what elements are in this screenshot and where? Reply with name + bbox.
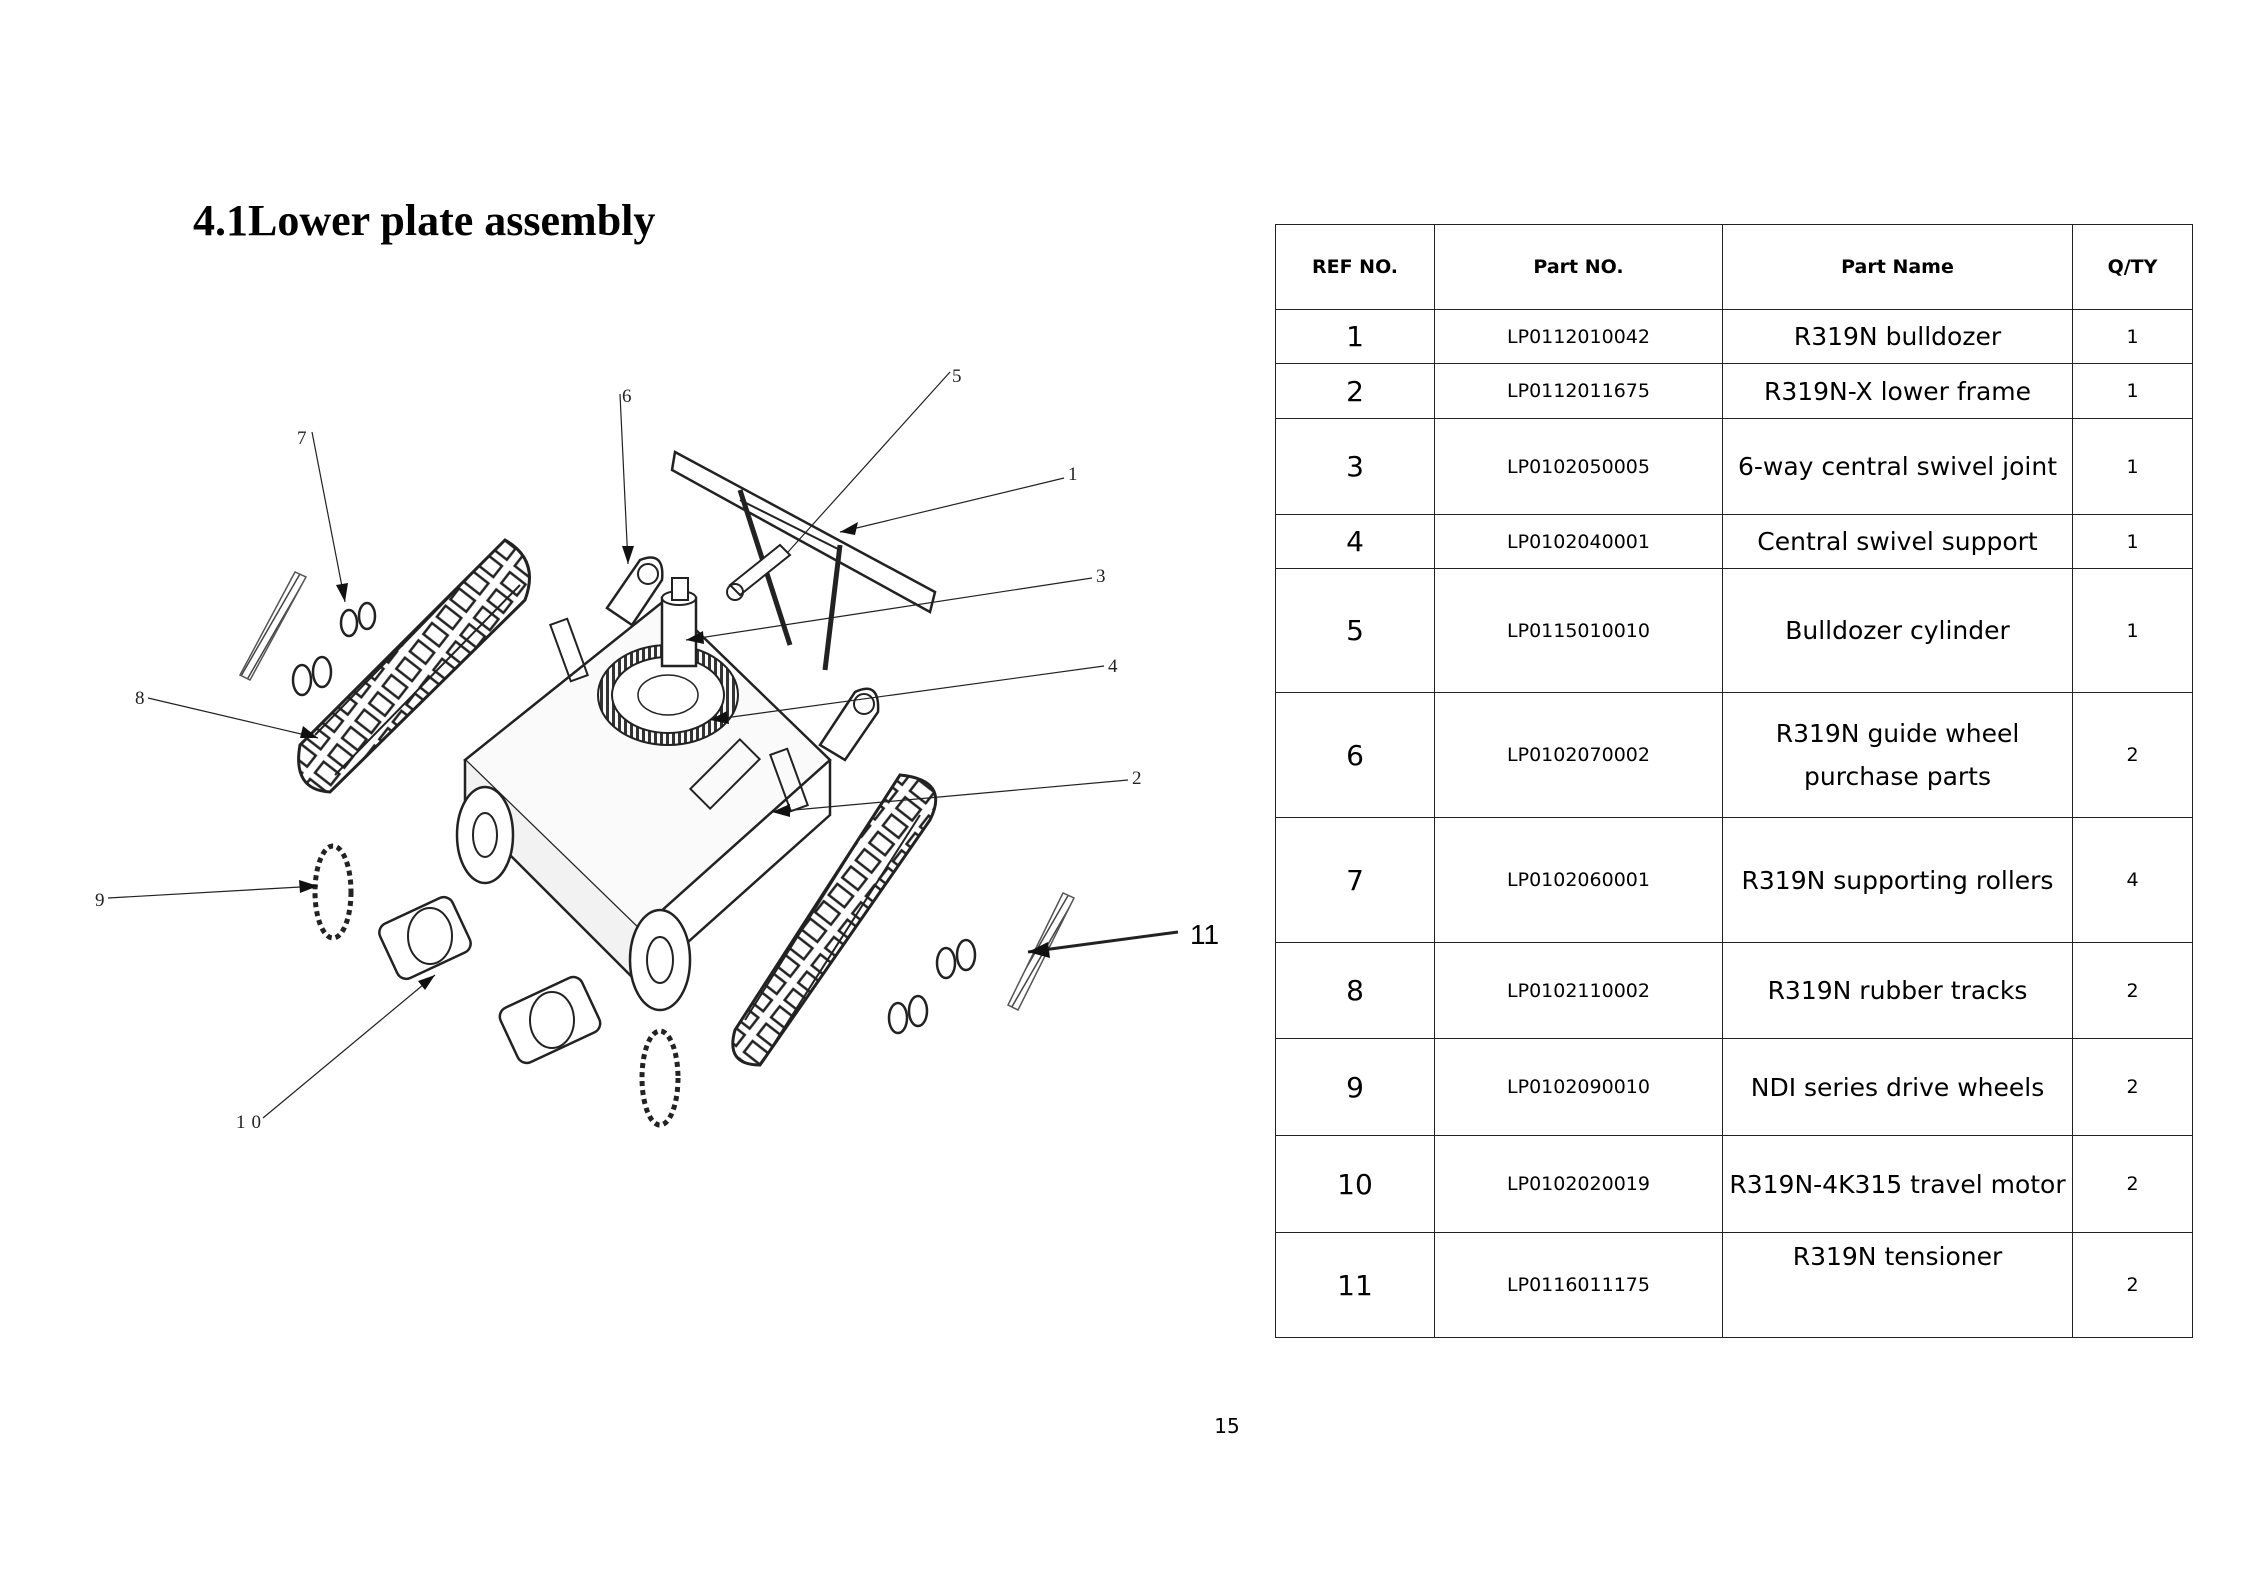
part-name: R319N tensioner <box>1722 1232 2073 1338</box>
drive-wheel-right <box>639 1028 681 1128</box>
part-no: LP0102020019 <box>1434 1135 1723 1233</box>
ref-no: 9 <box>1275 1038 1435 1136</box>
callout-3: 3 <box>1096 566 1106 587</box>
ref-no: 7 <box>1275 817 1435 943</box>
part-name: R319N guide wheel purchase parts <box>1722 692 2073 818</box>
tensioner-spring-left <box>238 571 308 681</box>
part-name: Bulldozer cylinder <box>1722 568 2073 693</box>
ref-no: 11 <box>1275 1232 1435 1338</box>
quantity: 2 <box>2072 692 2193 818</box>
header-part-name: Part Name <box>1722 224 2073 310</box>
table-row: 8 LP0102110002 R319N rubber tracks 2 <box>1275 942 2193 1039</box>
ref-no: 5 <box>1275 568 1435 693</box>
quantity: 1 <box>2072 418 2193 515</box>
table-row: 11 LP0116011175 R319N tensioner 2 <box>1275 1232 2193 1338</box>
bulldozer-cylinder <box>726 543 792 601</box>
parts-table: REF NO. Part NO. Part Name Q/TY 1 LP0112… <box>1275 224 2193 1338</box>
guide-wheel-right <box>818 687 880 762</box>
ref-no: 3 <box>1275 418 1435 515</box>
callout-8: 8 <box>135 688 145 709</box>
quantity: 1 <box>2072 514 2193 569</box>
ref-no: 2 <box>1275 363 1435 419</box>
quantity: 4 <box>2072 817 2193 943</box>
part-no: LP0115010010 <box>1434 568 1723 693</box>
part-name: R319N-X lower frame <box>1722 363 2073 419</box>
rubber-track-left <box>297 538 531 794</box>
part-no: LP0102110002 <box>1434 942 1723 1039</box>
page-title: 4.1Lower plate assembly <box>193 196 656 245</box>
leader-arrowheads <box>299 522 1050 990</box>
ref-no: 8 <box>1275 942 1435 1039</box>
ref-no: 6 <box>1275 692 1435 818</box>
quantity: 1 <box>2072 309 2193 364</box>
part-no: LP0102090010 <box>1434 1038 1723 1136</box>
table-row: 7 LP0102060001 R319N supporting rollers … <box>1275 817 2193 943</box>
parts-table-header: REF NO. Part NO. Part Name Q/TY <box>1275 224 2193 310</box>
table-row: 1 LP0112010042 R319N bulldozer 1 <box>1275 309 2193 364</box>
bulldozer-blade <box>670 450 937 671</box>
callout-7: 7 <box>297 428 307 449</box>
callout-11: 11 <box>1190 919 1219 950</box>
drive-wheel-left <box>312 843 354 941</box>
part-no: LP0102070002 <box>1434 692 1723 818</box>
part-name: NDI series drive wheels <box>1722 1038 2073 1136</box>
central-swivel-joint <box>660 577 698 668</box>
quantity: 1 <box>2072 568 2193 693</box>
part-no: LP0102060001 <box>1434 817 1723 943</box>
travel-motor-left <box>378 895 472 981</box>
table-row: 10 LP0102020019 R319N-4K315 travel motor… <box>1275 1135 2193 1233</box>
central-swivel-support <box>597 644 739 746</box>
quantity: 2 <box>2072 1038 2193 1136</box>
callout-2: 2 <box>1132 768 1142 789</box>
quantity: 1 <box>2072 363 2193 419</box>
quantity: 2 <box>2072 1232 2193 1338</box>
supporting-rollers <box>291 601 977 1035</box>
table-row: 5 LP0115010010 Bulldozer cylinder 1 <box>1275 568 2193 693</box>
part-no: LP0112010042 <box>1434 309 1723 364</box>
guide-wheel-left <box>605 556 664 627</box>
part-name: Central swivel support <box>1722 514 2073 569</box>
table-row: 2 LP0112011675 R319N-X lower frame 1 <box>1275 363 2193 419</box>
callout-9: 9 <box>95 890 105 911</box>
table-row: 3 LP0102050005 6-way central swivel join… <box>1275 418 2193 515</box>
header-qty: Q/TY <box>2072 224 2193 310</box>
quantity: 2 <box>2072 942 2193 1039</box>
part-no: LP0112011675 <box>1434 363 1723 419</box>
part-no: LP0116011175 <box>1434 1232 1723 1338</box>
part-name: R319N-4K315 travel motor <box>1722 1135 2073 1233</box>
rubber-track-right <box>731 773 938 1067</box>
quantity: 2 <box>2072 1135 2193 1233</box>
part-name: R319N bulldozer <box>1722 309 2073 364</box>
callout-1: 1 <box>1068 464 1078 485</box>
table-row: 9 LP0102090010 NDI series drive wheels 2 <box>1275 1038 2193 1136</box>
leader-lines <box>107 371 1179 1119</box>
callout-10: 10 <box>236 1112 267 1133</box>
part-no: LP0102040001 <box>1434 514 1723 569</box>
ref-no: 10 <box>1275 1135 1435 1233</box>
callout-6: 6 <box>622 386 632 407</box>
ref-no: 4 <box>1275 514 1435 569</box>
ref-no: 1 <box>1275 309 1435 364</box>
travel-motor-right <box>498 975 602 1065</box>
table-row: 4 LP0102040001 Central swivel support 1 <box>1275 514 2193 569</box>
part-name: R319N rubber tracks <box>1722 942 2073 1039</box>
header-part-no: Part NO. <box>1434 224 1723 310</box>
header-ref-no: REF NO. <box>1275 224 1435 310</box>
part-no: LP0102050005 <box>1434 418 1723 515</box>
callout-5: 5 <box>952 366 962 387</box>
part-name: 6-way central swivel joint <box>1722 418 2073 515</box>
part-name: R319N supporting rollers <box>1722 817 2073 943</box>
table-row: 6 LP0102070002 R319N guide wheel purchas… <box>1275 692 2193 818</box>
callout-4: 4 <box>1108 656 1118 677</box>
page-number: 15 <box>1214 1414 1240 1438</box>
exploded-assembly-diagram: 1 2 3 4 5 6 7 8 9 10 11 <box>95 366 1219 1133</box>
lower-frame <box>455 598 832 1012</box>
